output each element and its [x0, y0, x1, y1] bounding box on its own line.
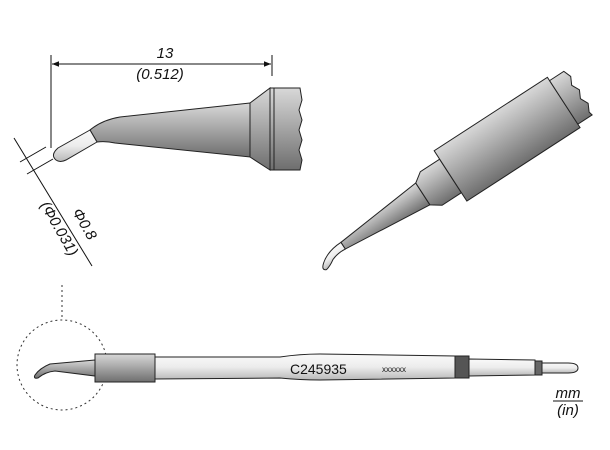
tip-collar — [269, 87, 303, 171]
units-legend: mm (in) — [553, 385, 583, 419]
length-in-label: (0.512) — [136, 66, 184, 83]
tip-plated-end — [52, 129, 98, 162]
perspective-view-tip — [322, 70, 593, 271]
full-connector — [468, 358, 536, 377]
full-small-band — [534, 360, 543, 376]
full-dark-band — [454, 355, 470, 379]
unit-in: (in) — [557, 402, 579, 419]
perspective-tip-end — [322, 241, 347, 271]
length-mm-label: 13 — [157, 45, 174, 62]
tip-flare — [249, 87, 271, 171]
perspective-end-band — [548, 70, 593, 125]
diameter-extension-1 — [19, 146, 47, 163]
tip-shank — [89, 102, 251, 158]
perspective-cone — [340, 182, 431, 250]
unit-mm: mm — [556, 385, 581, 402]
diameter-extension-2 — [26, 158, 54, 175]
full-pin — [541, 362, 579, 374]
batch-code: xxxxxx — [382, 365, 406, 374]
perspective-body — [433, 76, 581, 202]
diameter-leader-line — [13, 137, 93, 267]
side-view-tip: 13 (0.512) Φ0.8 (Φ0.031) — [13, 45, 303, 267]
full-length-view: C245935 xxxxxx — [16, 285, 579, 411]
part-number: C245935 — [290, 361, 347, 377]
full-sleeve — [94, 353, 156, 383]
diameter-in-label: (Φ0.031) — [37, 199, 82, 260]
full-tip-end — [33, 359, 96, 379]
